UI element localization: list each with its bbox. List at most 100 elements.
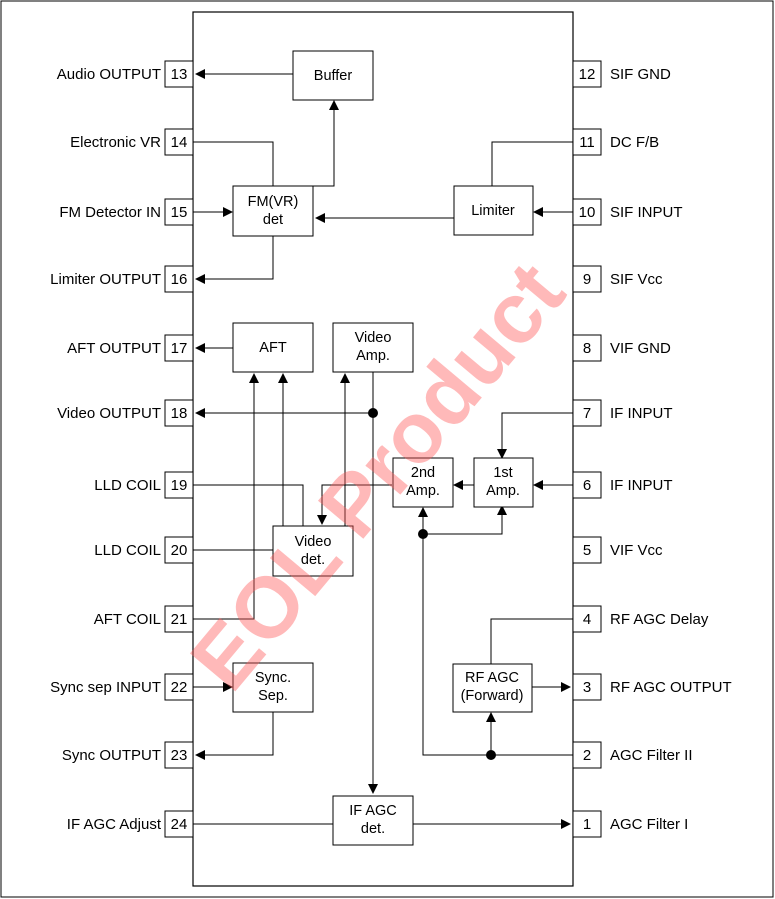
limiter-block: Limiter: [453, 185, 534, 236]
pin-number: 10: [579, 204, 596, 221]
pin-1: 1 AGC Filter I: [572, 810, 688, 838]
pin-number: 1: [583, 816, 591, 833]
pin-number: 24: [171, 816, 188, 833]
amp2-label-1: 2nd: [411, 465, 435, 481]
pin-label: Sync sep INPUT: [50, 679, 161, 696]
amp2-block: 2nd Amp.: [392, 457, 454, 508]
video-det-label-2: det.: [301, 552, 325, 568]
pin-box: [572, 536, 602, 564]
pin-number: 4: [583, 611, 591, 628]
wire-pin11-to-limiter: [491, 141, 573, 186]
pin-box: [572, 673, 602, 701]
rf-agc-label-1: RF AGC: [465, 670, 519, 686]
sync-sep-label-2: Sep.: [258, 688, 288, 704]
pin-label: IF INPUT: [610, 405, 673, 422]
pin-number: 2: [583, 747, 591, 764]
pin-box: [164, 471, 194, 499]
pin-label: RF AGC OUTPUT: [610, 679, 732, 696]
pin-box: [164, 198, 194, 226]
wire-agc-to-amp1: [423, 505, 507, 535]
wire-limiter-to-fmdet: [315, 212, 455, 223]
pin-box: [164, 334, 194, 362]
pin-number: 9: [583, 271, 591, 288]
pin-box: [572, 471, 602, 499]
pin-box: [572, 605, 602, 633]
pin-number: 18: [171, 405, 188, 422]
pin-label: SIF INPUT: [610, 204, 683, 221]
amp2-label-2: Amp.: [406, 483, 440, 499]
pin-number: 15: [171, 204, 188, 221]
if-agc-label-1: IF AGC: [349, 803, 397, 819]
pin-box: [572, 334, 602, 362]
pin-label: VIF Vcc: [610, 542, 663, 559]
pin-number: 6: [583, 477, 591, 494]
buffer-label: Buffer: [314, 68, 353, 84]
pin-number: 13: [171, 66, 188, 83]
rf-agc-block: RF AGC (Forward): [452, 663, 533, 713]
pin-label: RF AGC Delay: [610, 611, 709, 628]
pin-number: 11: [579, 134, 595, 151]
pin-box: [572, 128, 602, 156]
pin-label: IF AGC Adjust: [67, 816, 162, 833]
pin-label: AFT OUTPUT: [67, 340, 161, 357]
pin-number: 23: [171, 747, 188, 764]
if-agc-det-block: IF AGC det.: [332, 795, 414, 846]
wire-pin14-to-fmdet: [193, 141, 274, 186]
limiter-label: Limiter: [471, 203, 515, 219]
pin-box: [572, 399, 602, 427]
fm-det-label-2: det: [263, 212, 283, 228]
wire-amp2-to-videodet: [317, 484, 392, 525]
pin-label: DC F/B: [610, 134, 659, 151]
wire-pin7-to-amp1: [497, 412, 573, 459]
wire-pin21-to-aft: [193, 373, 259, 620]
video-det-block: Video det.: [272, 525, 354, 577]
pin-18: 18 Video OUTPUT: [57, 399, 194, 427]
pin-number: 5: [583, 542, 591, 559]
pin-number: 20: [171, 542, 188, 559]
pin-box: [572, 265, 602, 293]
wiring: [193, 69, 573, 829]
junction-dot: [418, 529, 428, 539]
pin-label: LLD COIL: [94, 542, 161, 559]
if-agc-label-2: det.: [361, 821, 385, 837]
pin-label: IF INPUT: [610, 477, 673, 494]
amp1-label-2: Amp.: [486, 483, 520, 499]
amp1-label-1: 1st: [493, 465, 512, 481]
pin-number: 19: [171, 477, 188, 494]
video-amp-label-1: Video: [355, 330, 392, 346]
wire-pin4-to-rfagc: [490, 618, 573, 664]
pin-label: AFT COIL: [94, 611, 161, 628]
pin-number: 12: [579, 66, 596, 83]
pin-number: 8: [583, 340, 591, 357]
pin-box: [164, 741, 194, 769]
junction-dot: [368, 408, 378, 418]
pin-label: SIF Vcc: [610, 271, 663, 288]
rf-agc-label-2: (Forward): [461, 688, 524, 704]
pin-number: 17: [171, 340, 188, 357]
pin-label: SIF GND: [610, 66, 671, 83]
pin-box: [164, 810, 194, 838]
pin-5: 5 VIF Vcc: [572, 536, 663, 564]
fm-det-block: FM(VR) det: [232, 185, 314, 237]
sync-sep-block: Sync. Sep.: [232, 662, 314, 713]
pin-number: 21: [171, 611, 188, 628]
pin-label: Electronic VR: [70, 134, 161, 151]
aft-block: AFT: [232, 322, 314, 373]
chip-body: [192, 11, 574, 887]
sync-sep-label-1: Sync.: [255, 670, 291, 686]
pin-11: 11 DC F/B: [572, 128, 659, 156]
pin-label: AGC Filter I: [610, 816, 688, 833]
video-amp-block: Video Amp.: [332, 322, 414, 373]
pin-label: Limiter OUTPUT: [50, 271, 161, 288]
pin-label: Video OUTPUT: [57, 405, 161, 422]
